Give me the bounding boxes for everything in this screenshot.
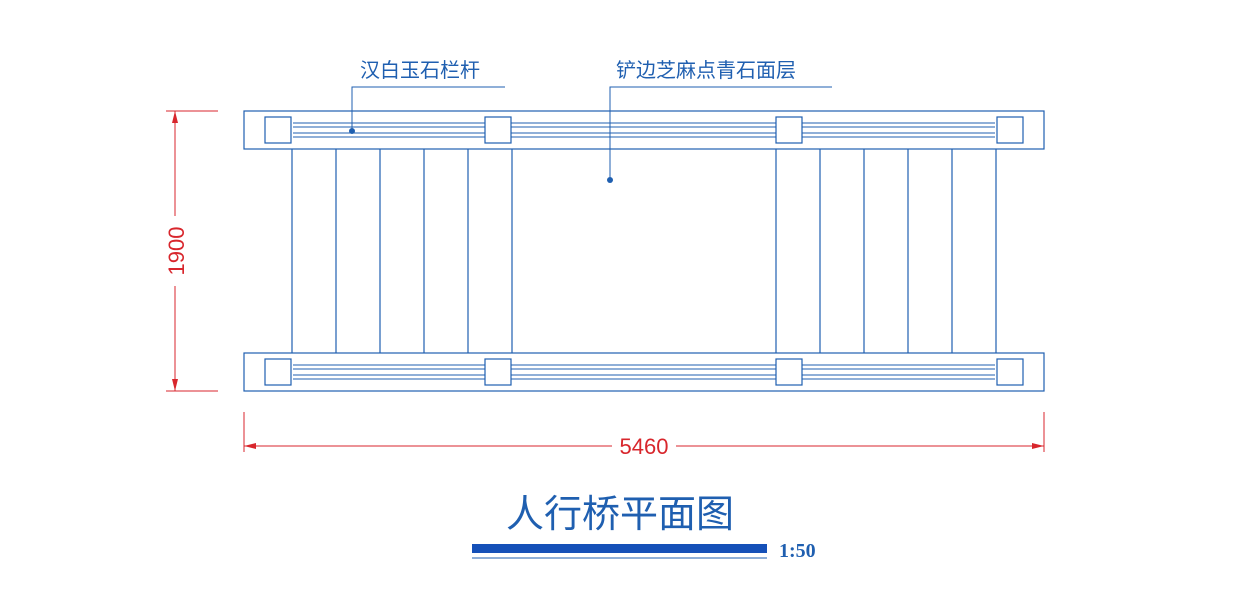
width-dimension	[243, 412, 1045, 452]
top-railing	[243, 110, 1045, 150]
bottom-post-2	[484, 358, 512, 386]
drawing-title: 人行桥平面图	[506, 492, 734, 536]
railing-label: 汉白玉石栏杆	[360, 58, 480, 82]
deck-leader	[607, 86, 832, 183]
bottom-post-3	[775, 358, 803, 386]
bottom-post-1	[264, 358, 292, 386]
deck-label: 铲边芝麻点青石面层	[616, 58, 796, 82]
bottom-post-4	[996, 358, 1024, 386]
scale-bar	[472, 544, 767, 553]
railing-leader	[349, 86, 505, 134]
top-post-3	[775, 116, 803, 144]
height-dimension-text: 1900	[164, 227, 189, 276]
bottom-railing	[243, 352, 1045, 392]
top-post-2	[484, 116, 512, 144]
width-dimension-text: 5460	[620, 434, 669, 459]
deck-slabs	[291, 149, 997, 353]
scale-text: 1:50	[779, 540, 816, 562]
top-post-4	[996, 116, 1024, 144]
height-dimension	[166, 110, 218, 392]
top-post-1	[264, 116, 292, 144]
